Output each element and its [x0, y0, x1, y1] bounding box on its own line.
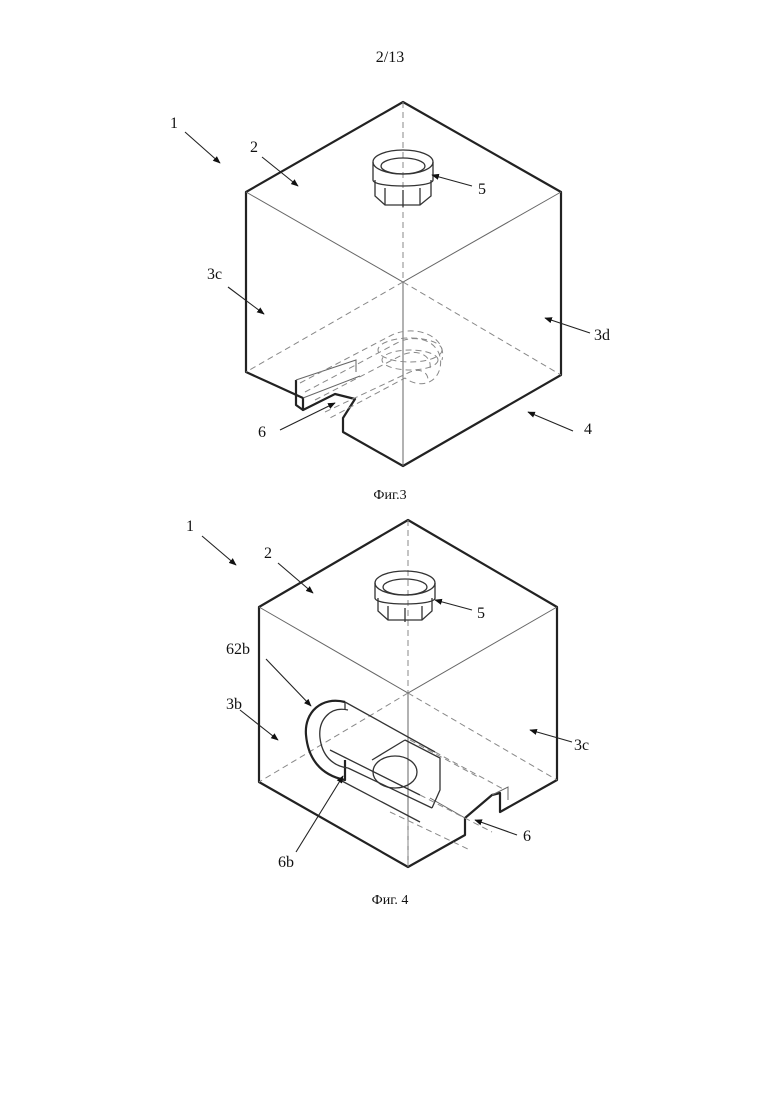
leader-1: [202, 536, 236, 565]
figure-4: 1 2 5 62b 3b 3c 6 6b Фиг. 4: [186, 518, 589, 908]
label-2: 2: [264, 545, 272, 562]
label-5: 5: [477, 605, 485, 622]
label-62b: 62b: [226, 641, 250, 658]
leader-2: [262, 157, 298, 186]
page-number: 2/13: [376, 49, 404, 66]
label-1: 1: [170, 115, 178, 132]
leader-3d: [545, 318, 590, 333]
cap-5: [373, 150, 433, 207]
label-1: 1: [186, 518, 194, 535]
label-3c: 3c: [207, 266, 222, 283]
leader-5: [432, 175, 472, 186]
label-6: 6: [523, 828, 531, 845]
caption-fig3: Фиг.3: [373, 488, 406, 503]
label-3b: 3b: [226, 696, 242, 713]
label-6b: 6b: [278, 854, 294, 871]
label-3d: 3d: [594, 327, 610, 344]
caption-fig4: Фиг. 4: [372, 893, 409, 908]
leader-4: [528, 412, 573, 431]
leader-62b: [266, 659, 311, 706]
label-2: 2: [250, 139, 258, 156]
leader-3c: [530, 730, 572, 742]
slot-6b: [306, 701, 505, 850]
leader-6: [475, 820, 517, 835]
leader-1: [185, 132, 220, 163]
cube-body: [246, 102, 561, 466]
cube-body: [259, 520, 557, 867]
label-4: 4: [584, 421, 592, 438]
cap-5: [375, 571, 435, 622]
label-6: 6: [258, 424, 266, 441]
figure-3: 1 2 5 3c 3d 6 4 Фиг.3: [170, 102, 610, 503]
leader-5: [435, 600, 472, 610]
leader-6b: [296, 776, 343, 852]
label-3c: 3c: [574, 737, 589, 754]
label-5: 5: [478, 181, 486, 198]
